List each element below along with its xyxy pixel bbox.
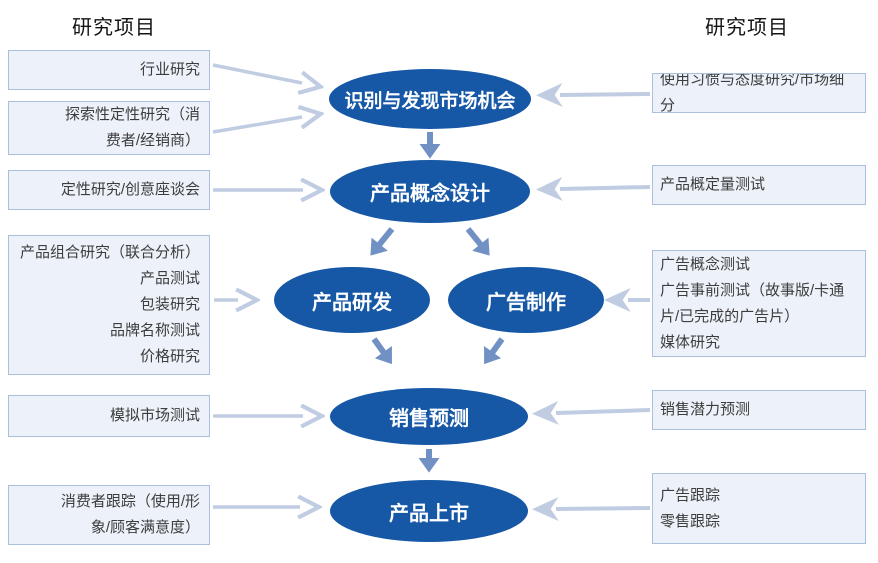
box-simulated-market-test: 模拟市场测试 — [8, 395, 210, 437]
arrow-usage-to-identify — [536, 82, 651, 107]
box-product-mix-research-group: 产品组合研究（联合分析） 产品测试 包装研究 品牌名称测试 价格研究 — [8, 235, 210, 375]
box-usage-attitude-research: 使用习惯与态度研究/市场细分 — [652, 73, 866, 113]
stage-product-launch: 产品上市 — [330, 480, 528, 542]
stage-ad-production: 广告制作 — [448, 267, 604, 333]
arrow-tracking-to-launch — [532, 496, 651, 521]
arrow-adproduction-to-forecast — [484, 337, 505, 365]
box-ad-retail-tracking: 广告跟踪 零售跟踪 — [652, 473, 866, 544]
box-qualitative-research-creative-session: 定性研究/创意座谈会 — [8, 170, 210, 210]
arrow-industry-to-identify — [212, 63, 302, 83]
arrow-quantitative-to-concept — [536, 176, 651, 201]
stage-product-concept-design: 产品概念设计 — [330, 160, 530, 223]
box-industry-research: 行业研究 — [8, 50, 210, 90]
arrow-potential-to-forecast — [532, 400, 651, 425]
arrow-exploratory-to-identify — [212, 117, 302, 134]
left-column-header: 研究项目 — [72, 17, 156, 39]
arrow-development-to-forecast — [371, 337, 392, 365]
box-sales-potential-forecast: 销售潜力预测 — [652, 390, 866, 430]
arrow-concept-to-development — [370, 227, 395, 256]
arrow-concept-to-adproduction — [465, 227, 490, 256]
stage-identify-market-opportunity: 识别与发现市场机会 — [329, 69, 531, 129]
box-product-concept-quantitative-test: 产品概定量测试 — [652, 165, 866, 205]
box-ad-testing-group: 广告概念测试 广告事前测试（故事版/卡通 片/已完成的广告片） 媒体研究 — [652, 250, 866, 357]
box-consumer-tracking: 消费者跟踪（使用/形 象/顾客满意度） — [8, 485, 210, 545]
stage-sales-forecast: 销售预测 — [330, 388, 528, 445]
box-exploratory-qualitative-research: 探索性定性研究（消 费者/经销商） — [8, 101, 210, 155]
right-column-header: 研究项目 — [705, 17, 789, 39]
stage-product-development: 产品研发 — [274, 267, 430, 333]
